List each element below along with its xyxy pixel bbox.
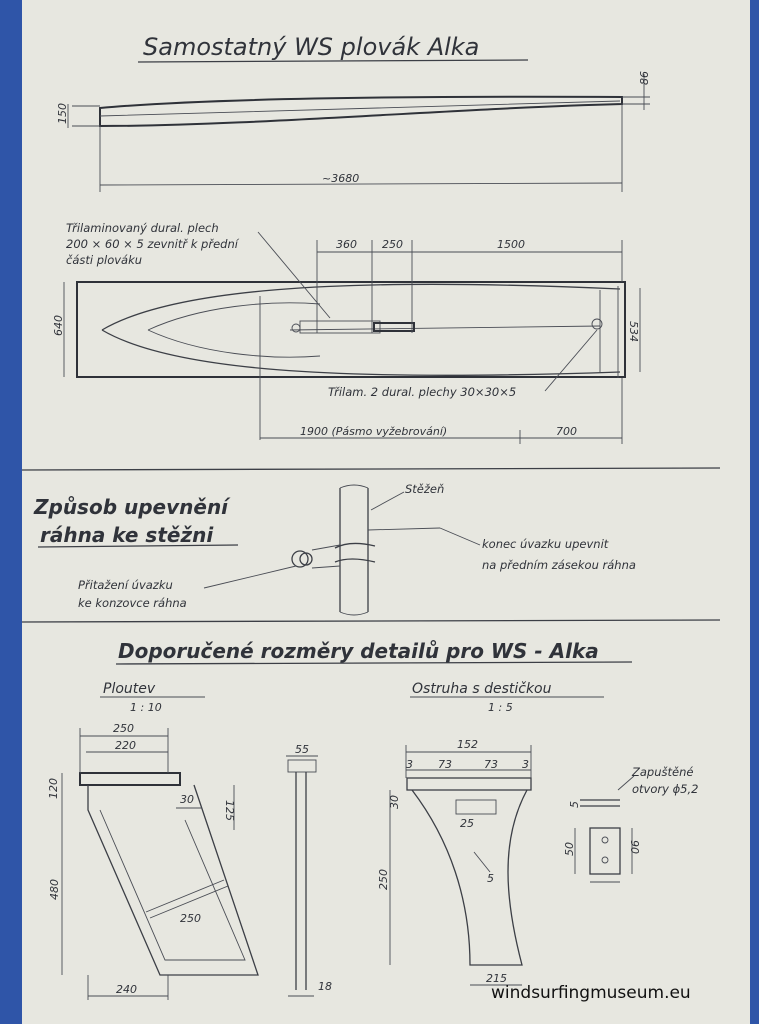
skeg-plate-drawing — [574, 775, 635, 883]
note-plate-line2: 200 × 60 × 5 zevnitř k přední — [66, 237, 240, 251]
skeg-plate-dim-90: 90 — [628, 840, 641, 854]
skeg-dim-73a: 73 — [438, 758, 452, 771]
skeg-plate-dim-5: 5 — [568, 801, 581, 808]
dim-250: 250 — [382, 238, 403, 251]
skeg-label: Ostruha s destičkou — [412, 681, 552, 697]
fin-dim-30: 30 — [180, 793, 194, 806]
drawing-title: Samostatný WS plovák Alka — [143, 33, 479, 61]
section-divider — [21, 467, 721, 471]
note-strips: Třilam. 2 dural. plechy 30×30×5 — [328, 385, 516, 399]
note-plate-line1: Třilaminovaný dural. plech — [66, 221, 219, 235]
dim-1500: 1500 — [497, 238, 525, 251]
watermark: windsurfingmuseum.eu — [491, 983, 691, 1003]
skeg-dim-5: 5 — [487, 872, 494, 885]
drawing-sheet — [22, 0, 750, 1024]
mast-and-lashing — [203, 484, 481, 616]
dim-1900: 1900 (Pásmo vyžebrování) — [300, 425, 447, 438]
boom-title-underline — [37, 544, 239, 548]
lashing-note-left-line1: Přitažení úvazku — [78, 578, 173, 592]
note-plate-line3: části plováku — [66, 253, 142, 267]
skeg-scale: 1 : 5 — [488, 701, 513, 714]
boom-title-line2: ráhna ke stěžni — [40, 523, 214, 547]
fin-scale: 1 : 10 — [130, 701, 162, 714]
fin-dim-head: 120 — [47, 778, 60, 799]
mast-label: Stěžeň — [405, 482, 444, 496]
title-underline — [137, 59, 529, 63]
skeg-dim-215: 215 — [486, 972, 507, 985]
fin-dim-55: 55 — [295, 743, 309, 756]
boom-title-line1: Způsob upevnění — [33, 495, 231, 519]
dim-700: 700 — [556, 425, 577, 438]
skeg-dim-25: 25 — [460, 817, 474, 830]
fin-drawing — [61, 728, 259, 1000]
fin-dim-top-inner: 220 — [115, 739, 136, 752]
skeg-dim-3a: 3 — [406, 758, 413, 771]
skeg-dim-73b: 73 — [484, 758, 498, 771]
skeg-drawing — [389, 745, 532, 986]
dim-width-left: 640 — [52, 315, 65, 336]
lashing-note-right-line1: konec úvazku upevnit — [482, 537, 609, 551]
board-side-view — [67, 74, 650, 192]
fin-dim-top-outer: 250 — [113, 722, 134, 735]
lashing-note-right-line2: na předním zásekou ráhna — [482, 558, 636, 572]
fin-dim-125: 125 — [223, 800, 236, 821]
skeg-dim-152: 152 — [457, 738, 478, 751]
details-title: Doporučené rozměry detailů pro WS - Alka — [118, 639, 599, 663]
skeg-plate-dim-50: 50 — [563, 842, 576, 856]
skeg-dim-30: 30 — [388, 795, 401, 809]
lashing-note-left-line2: ke konzovce ráhna — [78, 596, 187, 610]
skeg-dim-250: 250 — [377, 869, 390, 890]
dim-length: ~3680 — [322, 172, 359, 185]
dim-height-left: 150 — [56, 103, 69, 124]
details-title-underline — [115, 661, 633, 665]
fin-dim-18: 18 — [318, 980, 332, 993]
dim-360: 360 — [336, 238, 357, 251]
dim-width-right: 534 — [627, 321, 640, 342]
section-divider-2 — [21, 619, 721, 623]
fin-label: Ploutev — [103, 681, 156, 697]
fin-section-drawing — [286, 755, 318, 997]
board-top-view — [63, 231, 641, 444]
skeg-note-line2: otvory ϕ5,2 — [632, 782, 698, 796]
fin-dim-480: 480 — [48, 879, 61, 900]
skeg-note-line1: Zapuštěné — [631, 765, 693, 779]
fin-dim-250-diag: 250 — [180, 912, 201, 925]
fin-dim-240: 240 — [116, 983, 137, 996]
dim-height-right: 86 — [638, 71, 651, 85]
skeg-dim-3b: 3 — [522, 758, 529, 771]
